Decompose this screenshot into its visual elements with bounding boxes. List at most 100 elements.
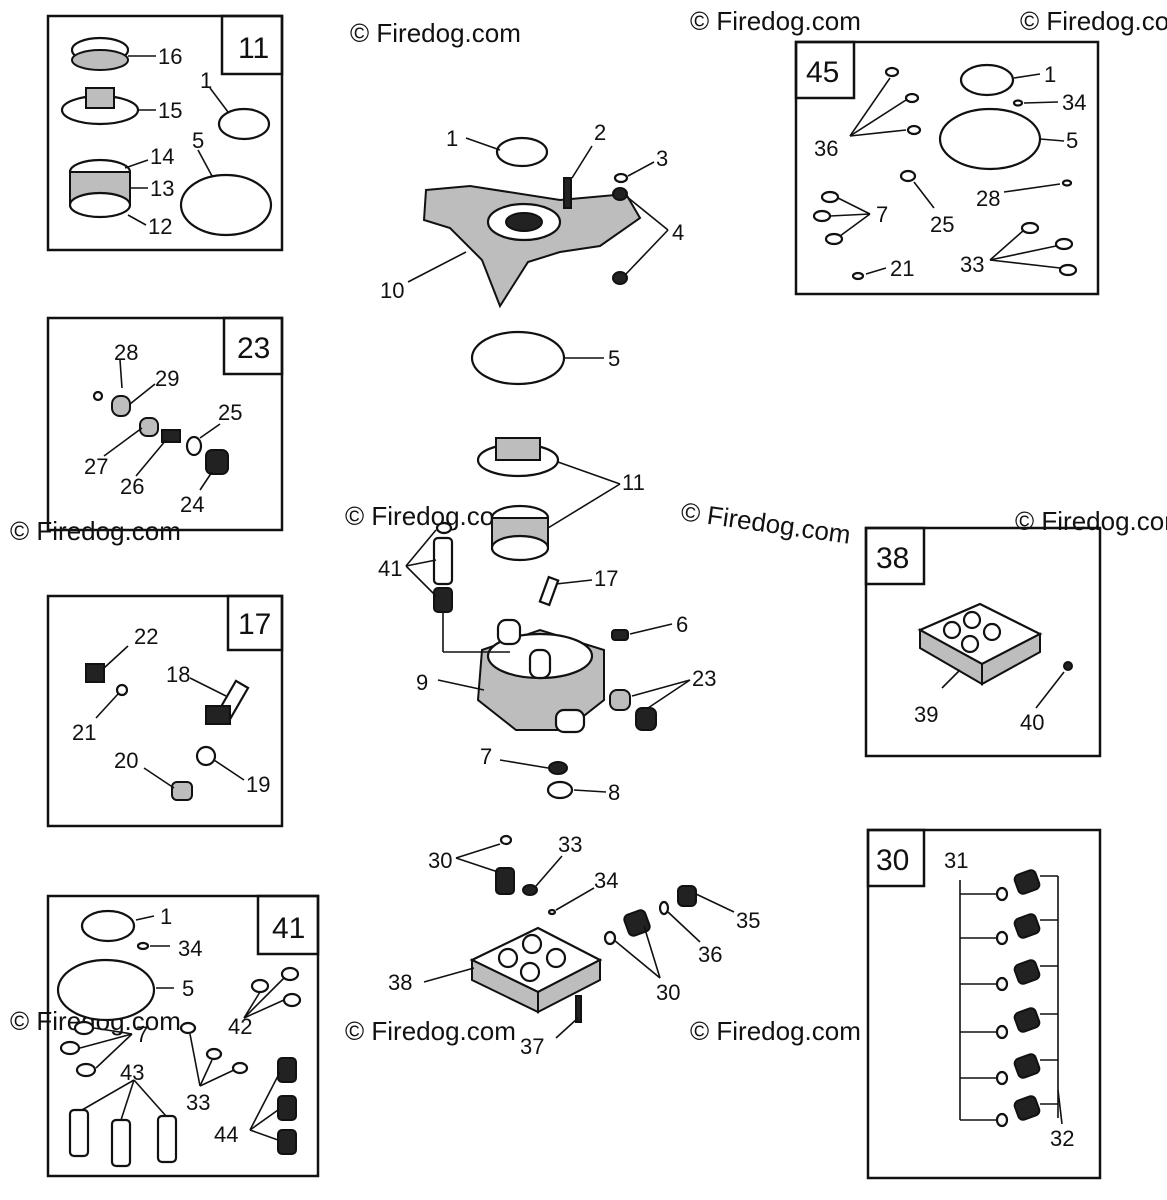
- o-ring-part: [56, 958, 156, 1022]
- callout-label: 40: [1020, 710, 1044, 735]
- kit-box-number-frame: [794, 40, 856, 100]
- kit-box-number-frame: [222, 316, 284, 376]
- leader-line: [837, 197, 871, 215]
- kit-box-frame: [864, 526, 1102, 758]
- kit-box-number-frame: [256, 894, 320, 956]
- valve-port: [497, 947, 519, 969]
- callout-label: 27: [84, 454, 108, 479]
- o-ring-part: [73, 1020, 95, 1036]
- leader-line: [547, 483, 621, 529]
- valve-port: [519, 961, 541, 983]
- callout-label: 7: [480, 744, 492, 769]
- leader-line: [629, 623, 673, 635]
- leader-line: [197, 149, 213, 177]
- leader-line: [571, 145, 593, 179]
- bolt-part: [563, 177, 572, 209]
- leader-line: [189, 1033, 201, 1087]
- watermark: © Firedog.com: [1015, 506, 1167, 536]
- o-ring-part: [812, 209, 832, 223]
- o-ring-part: [136, 941, 150, 951]
- poppet-part: [111, 395, 131, 417]
- callout-label: 26: [120, 474, 144, 499]
- leader-line: [103, 645, 129, 669]
- o-ring-part: [470, 330, 566, 386]
- kit-box-number: 30: [876, 844, 909, 877]
- leader-line: [849, 99, 907, 137]
- callout-label: 34: [1062, 90, 1086, 115]
- callout-label: 8: [608, 780, 620, 805]
- leader-line: [989, 259, 1061, 269]
- callout-label: 7: [876, 202, 888, 227]
- leader-line: [423, 967, 475, 983]
- leader-line: [249, 1129, 279, 1141]
- kit-box-number: 17: [238, 608, 271, 641]
- piston-part: [432, 536, 454, 586]
- kit-box-number: 23: [237, 332, 270, 365]
- callout-label: 36: [814, 136, 838, 161]
- callout-label: 41: [378, 556, 402, 581]
- leader-line: [941, 669, 961, 689]
- kit-box-number-frame: [864, 526, 926, 586]
- washer-part: [612, 271, 628, 285]
- callout-label: 32: [1050, 1126, 1074, 1151]
- retainer-hub: [495, 437, 541, 461]
- o-ring-part: [1054, 237, 1074, 251]
- leader-line: [613, 939, 661, 979]
- callout-label: 18: [166, 662, 190, 687]
- callout-label: 6: [676, 612, 688, 637]
- callout-label: 7: [136, 1022, 148, 1047]
- leader-line: [95, 1033, 133, 1069]
- callout-label: 28: [114, 340, 138, 365]
- callout-label: 1: [160, 904, 172, 929]
- bolt-part: [575, 995, 582, 1023]
- kit-box-17: 17 22 21 18 20 19: [46, 594, 284, 828]
- callout-label: 3: [656, 146, 668, 171]
- callout-label: 5: [192, 128, 204, 153]
- valve-port: [960, 634, 980, 654]
- callout-label: 44: [214, 1122, 238, 1147]
- o-ring-part: [1061, 179, 1073, 187]
- o-ring-part: [217, 107, 271, 141]
- kit-box-number-frame: [220, 14, 284, 76]
- leader-line: [209, 87, 229, 113]
- o-ring-part: [906, 124, 922, 136]
- leader-line: [865, 267, 887, 275]
- crankcase-flange-part: [422, 184, 642, 309]
- o-ring-part: [231, 1061, 249, 1075]
- check-valve-cap-part: [635, 707, 657, 731]
- center-assembly: 1 2 3 4 10 5 11 41 17 6 9 23 7 8 30 33 3…: [378, 120, 760, 1059]
- o-ring-part: [899, 169, 917, 183]
- callout-label: 5: [608, 346, 620, 371]
- o-ring-part: [851, 271, 865, 281]
- callout-label: 15: [158, 98, 182, 123]
- valve-set-row: [960, 1053, 1058, 1086]
- callout-label: 9: [416, 670, 428, 695]
- crankcase-bore-inner: [505, 212, 543, 232]
- leader-line: [199, 471, 213, 491]
- kit-box-frame: [46, 594, 284, 828]
- o-ring-part: [1012, 99, 1024, 107]
- leader-line: [989, 245, 1057, 261]
- o-ring-part: [80, 909, 136, 943]
- plug-part: [1063, 661, 1073, 671]
- callout-label: 37: [520, 1034, 544, 1059]
- leader-line: [95, 693, 119, 719]
- callout-label: 34: [178, 936, 202, 961]
- kit-box-number: 41: [272, 912, 305, 945]
- valve-set-row: [960, 959, 1058, 992]
- piston-part: [110, 1118, 132, 1168]
- leader-line: [243, 977, 285, 1019]
- o-ring-part: [205, 1047, 223, 1061]
- valve-set-row: [960, 913, 1058, 946]
- o-ring-part: [824, 232, 844, 246]
- valve-port: [521, 933, 543, 955]
- watermark: © Firedog.com: [350, 18, 521, 48]
- cap-part: [171, 781, 193, 801]
- retainer-hub: [85, 87, 115, 109]
- callout-label: 28: [976, 186, 1000, 211]
- kit-box-frame: [46, 14, 284, 252]
- callout-label: 31: [944, 848, 968, 873]
- o-ring-part: [435, 521, 453, 535]
- valve-spring-part: [495, 867, 515, 895]
- o-ring-part: [59, 1040, 81, 1056]
